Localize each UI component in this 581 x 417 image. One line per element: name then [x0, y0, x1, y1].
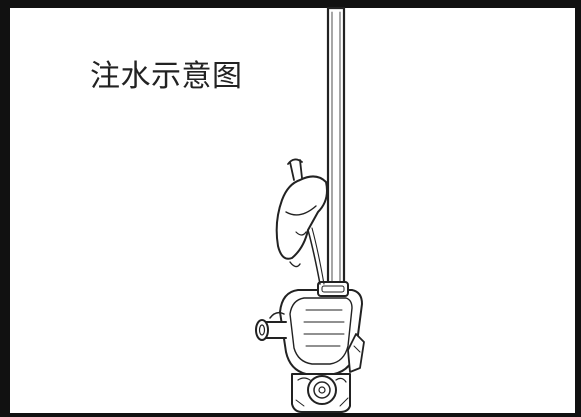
vertical-pipe [326, 6, 346, 292]
outlet-nozzle [255, 311, 287, 341]
diagram-title: 注水示意图 [90, 59, 243, 94]
water-bag [275, 158, 328, 268]
filling-port [317, 281, 349, 297]
junction-box [347, 333, 365, 373]
impeller-housing [291, 373, 351, 413]
water-stream [307, 227, 325, 285]
pump-motor-body [279, 289, 363, 375]
